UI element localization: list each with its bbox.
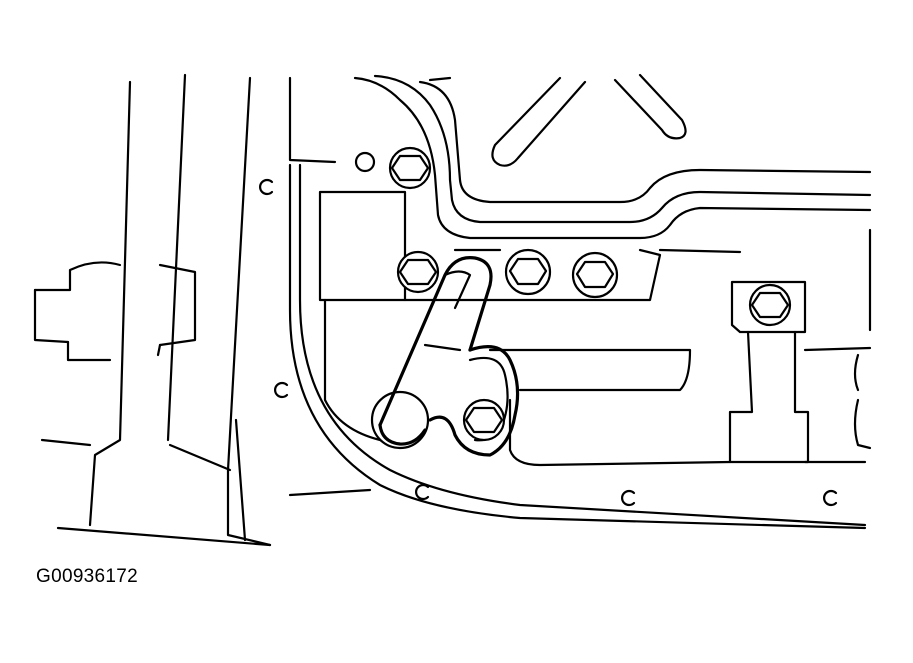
bolt-row-3 [571, 251, 619, 299]
case-flange [33, 261, 197, 362]
bolt-top-left [388, 146, 432, 190]
tube-bolt [462, 398, 506, 442]
pan-bolt-holes [259, 151, 838, 507]
bolt-row-2 [504, 248, 552, 296]
transmission-case [40, 73, 337, 547]
right-pipe [728, 330, 872, 464]
valve-body-tubes [353, 73, 872, 332]
bolt-right [730, 280, 807, 334]
oil-pan [288, 163, 867, 530]
figure-id-label: G00936172 [36, 566, 139, 587]
bolt-row-1 [396, 250, 440, 294]
valve-body-block [318, 190, 742, 302]
filter-contour [488, 348, 867, 467]
